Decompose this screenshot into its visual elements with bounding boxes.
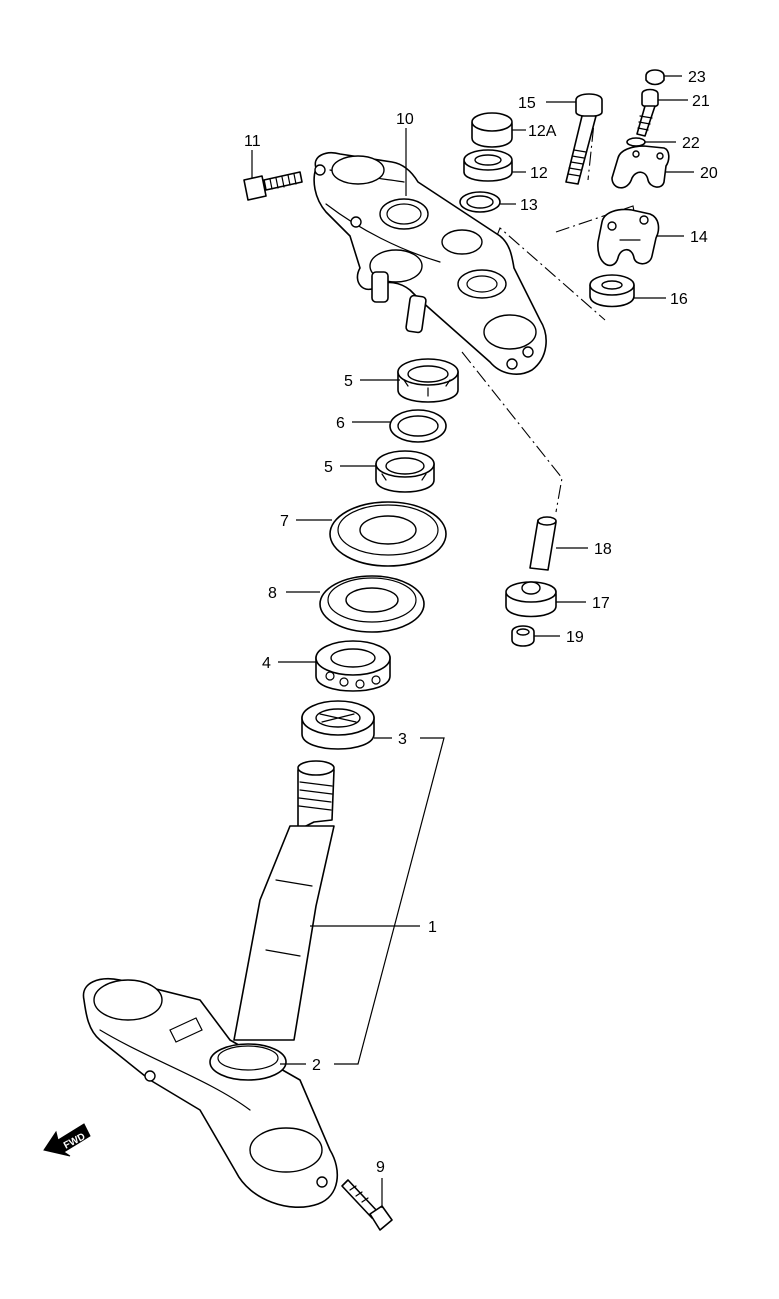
washer-22 [626, 137, 646, 147]
fwd-arrow-icon: FWD [43, 1123, 91, 1157]
stem-nut-5-upper [397, 358, 459, 403]
damper-16 [589, 274, 635, 308]
callout-5-upper: 5 [344, 373, 353, 390]
callout-13: 13 [520, 197, 538, 214]
bearing-3 [301, 700, 375, 750]
bolt-15 [565, 93, 603, 185]
callout-8: 8 [268, 585, 277, 602]
spacer-18 [529, 516, 557, 571]
callout-12: 12 [530, 165, 548, 182]
nut-19 [511, 625, 535, 647]
callout-16: 16 [670, 291, 688, 308]
washer-6 [389, 409, 447, 443]
callout-19: 19 [566, 629, 584, 646]
bolt-11 [243, 171, 303, 201]
nut-12 [463, 149, 513, 182]
callout-labels: 23 21 22 20 15 12A 12 13 14 16 10 11 5 6… [244, 69, 718, 1176]
callout-7: 7 [280, 513, 289, 530]
dust-seal-7 [329, 501, 447, 567]
callout-20: 20 [700, 165, 718, 182]
callout-18: 18 [594, 541, 612, 558]
bearing-4 [315, 640, 391, 692]
callout-2: 2 [312, 1057, 321, 1074]
bearing-race-8 [319, 575, 425, 633]
callout-12a: 12A [528, 123, 557, 140]
holder-14 [597, 208, 660, 267]
callout-23: 23 [688, 69, 706, 86]
stem-nut-5-lower [375, 450, 435, 493]
callout-4: 4 [262, 655, 271, 672]
cushion-17 [505, 581, 557, 618]
cap-nut-12a [471, 112, 513, 148]
callout-17: 17 [592, 595, 610, 612]
washer-13 [459, 191, 501, 213]
callout-14: 14 [690, 229, 708, 246]
callout-22: 22 [682, 135, 700, 152]
bolt-21 [636, 88, 659, 137]
cap-23 [645, 69, 665, 86]
leader-lines [251, 75, 694, 1208]
fwd-arrow-text: FWD [62, 1131, 87, 1151]
callout-15: 15 [518, 95, 536, 112]
lower-bracket-stem-1 [82, 760, 338, 1208]
callout-10: 10 [396, 111, 414, 128]
callout-1: 1 [428, 919, 437, 936]
callout-11: 11 [244, 133, 261, 150]
callout-6: 6 [336, 415, 345, 432]
holder-20 [611, 145, 670, 189]
callout-3: 3 [398, 731, 407, 748]
bolt-9 [341, 1179, 393, 1231]
upper-triple-clamp [313, 152, 547, 375]
callout-21: 21 [692, 93, 710, 110]
callout-5-lower: 5 [324, 459, 333, 476]
callout-9: 9 [376, 1159, 385, 1176]
